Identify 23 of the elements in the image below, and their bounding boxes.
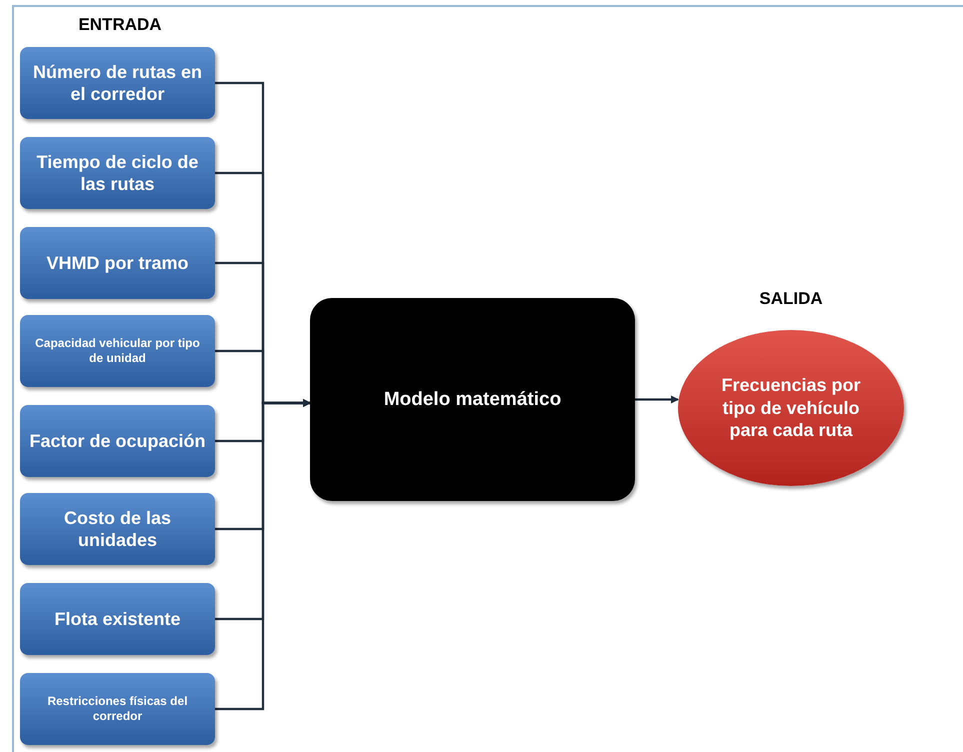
input-box bbox=[20, 47, 215, 119]
connector-arrow bbox=[215, 399, 311, 710]
input-box bbox=[20, 583, 215, 655]
input-box bbox=[20, 405, 215, 477]
input-box bbox=[20, 493, 215, 565]
node-label: Capacidad vehicular por tipo de unidad bbox=[34, 336, 201, 366]
node-label: Tiempo de ciclo de las rutas bbox=[36, 150, 200, 196]
node-label: Factor de ocupación bbox=[29, 430, 206, 452]
node-label: Frecuencias por tipo de vehículo para cada ruta bbox=[720, 374, 862, 442]
input-box bbox=[20, 137, 215, 209]
node-label: Flota existente bbox=[54, 608, 181, 630]
input-box bbox=[20, 673, 215, 745]
input-box bbox=[20, 315, 215, 387]
node-label: Número de rutas en el corredor bbox=[32, 60, 204, 106]
process-box bbox=[310, 298, 635, 501]
node-label: Restricciones físicas del corredor bbox=[46, 694, 189, 724]
section-heading: ENTRADA bbox=[77, 14, 163, 36]
section-heading: SALIDA bbox=[758, 288, 824, 310]
connector-arrow bbox=[635, 396, 679, 404]
node-label: Costo de las unidades bbox=[62, 506, 172, 552]
node-label: VHMD por tramo bbox=[46, 252, 188, 274]
node-label: Modelo matemático bbox=[384, 388, 562, 412]
input-box bbox=[20, 227, 215, 299]
